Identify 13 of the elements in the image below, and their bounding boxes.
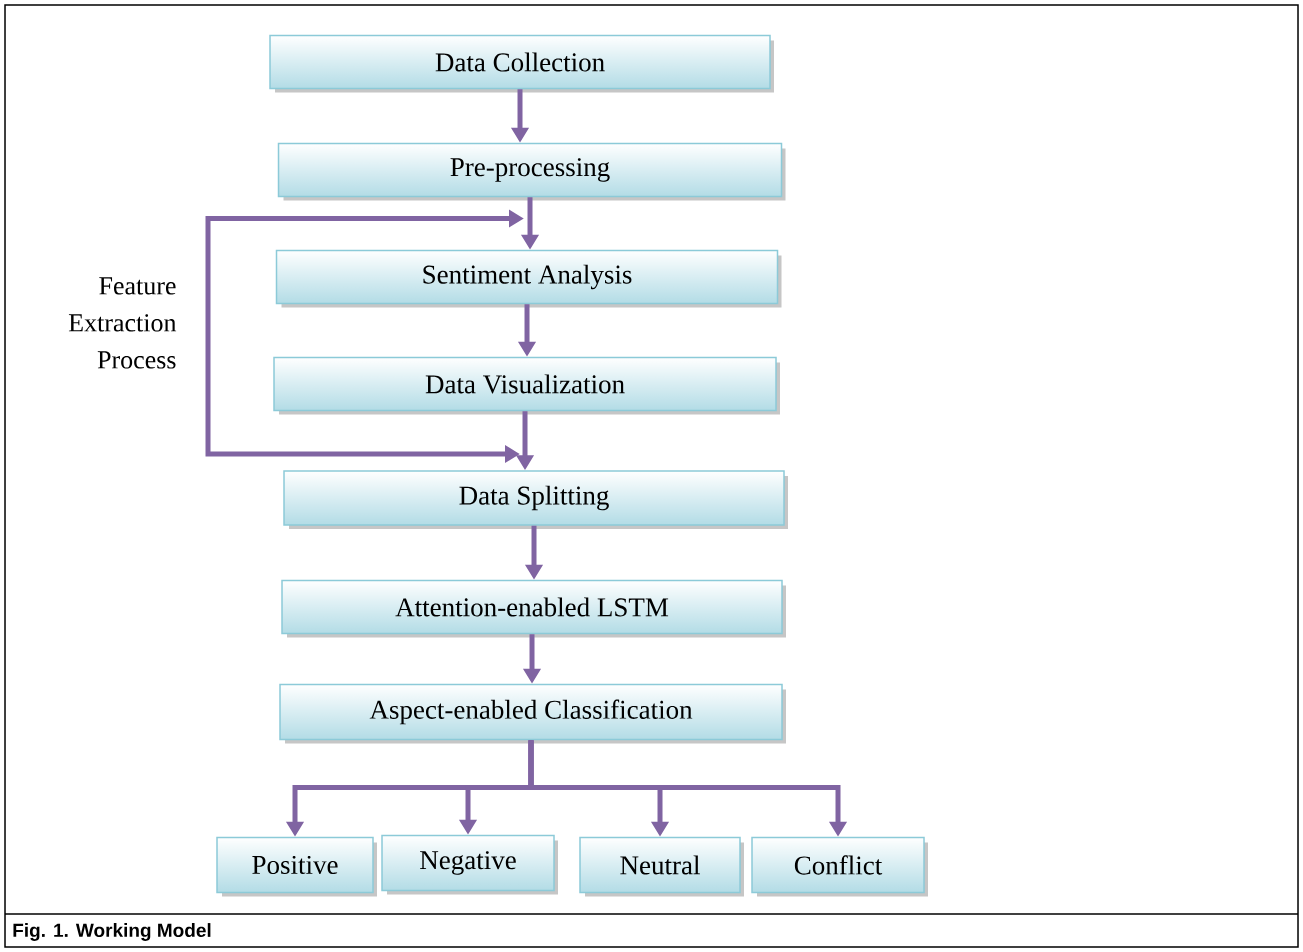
side-label: Feature Extraction Process <box>68 277 177 369</box>
process-box: Aspect-enabled Classification <box>279 683 786 744</box>
process-box: Data Collection <box>269 34 774 93</box>
outcome-box: Conflict <box>751 836 928 897</box>
outcome-box: Positive <box>216 836 377 897</box>
outcome-box: Negative <box>381 834 558 895</box>
outcome-box: Neutral <box>579 836 744 897</box>
process-box: Pre-processing <box>277 142 786 201</box>
figure-caption: Fig. 1. Working Model <box>13 923 211 941</box>
process-box: Data Visualization <box>273 356 780 415</box>
process-box: Data Splitting <box>283 470 788 529</box>
process-box: Attention-enabled LSTM <box>281 579 786 638</box>
process-box: Sentiment Analysis <box>275 249 782 308</box>
